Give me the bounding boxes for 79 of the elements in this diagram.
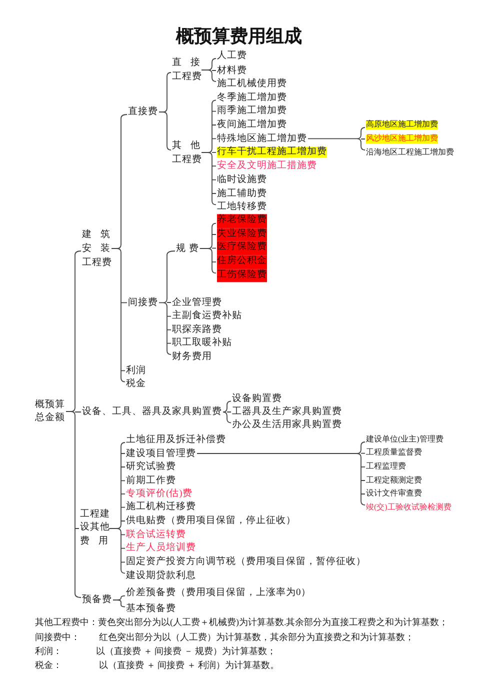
highlighted-cost-item: 工伤保险费 [217,268,267,282]
cost-item: 建设单位(业主)管理费 [366,435,444,444]
cost-category: 工程建设其他费用 [80,508,108,549]
curly-brace [112,595,126,608]
cost-item: 竣(交)工验收试验检测费 [366,503,452,512]
highlighted-cost-item: 高原地区施工增加费 [366,120,438,130]
cost-item: 主副食运费补贴 [172,311,242,322]
highlighted-cost-item: 风沙地区施工增加费 [366,134,438,144]
cost-item: 前期工作费 [126,475,176,486]
cost-item: 联合试运转费 [126,529,186,540]
cost-item: 财务费用 [172,352,212,362]
cost-item: 工程定额测定费 [366,476,422,485]
cost-category: 特殊地区施工增加费 [217,133,307,144]
cost-item: 设备购置费 [232,393,282,404]
cost-item: 专项评价(估)费 [126,488,192,500]
curly-brace [111,114,128,382]
cost-item: 雨季施工增加费 [217,106,287,117]
highlighted-cost-item: 养老保险费 [217,214,267,228]
note-label: 税金： [35,661,62,671]
cost-category: 建筑安装工程费 [82,228,110,270]
cost-item: 冬季施工增加费 [217,92,287,103]
note-text: 以（直接费 ＋ 间接费 ＋ 利润）为计算基数。 [99,661,279,671]
curly-brace [158,72,172,150]
highlighted-cost-item: 医疗保险费 [217,241,267,256]
cost-item: 办公及生活用家具购置费 [232,420,342,431]
cost-item: 施工机械使用费 [217,78,287,90]
cost-item: 职探亲路费 [172,324,222,336]
cost-item: 施工辅助费 [217,188,267,199]
cost-item: 工器具及生产家具购置费 [232,406,342,418]
note-text: 其他工程费中：黄色突出部分为以(人工费＋机械费)为计算基数.其余部分为直接工程费之和为计算基数； [35,618,448,628]
cost-item: 价差预备费（费用项目保留，上涨率为0） [126,588,311,599]
curly-brace [158,250,176,355]
cost-category: 设备、工具、器具及家具购置费 [82,406,222,418]
cost-item: 固定资产投资方向调节税（费用项目保留，暂停征收） [126,556,366,568]
note-label: 利润： [35,647,62,657]
curly-brace [199,222,216,274]
note-text: 红色突出部分为以（人工费）为计算基数，其余部分为直接费之和为计算基数； [99,633,414,644]
cost-item: 沿海地区工程施工增加费 [366,148,454,157]
cost-item: 设计文件审查费 [366,490,422,498]
curly-brace [196,442,366,506]
curly-brace [308,127,366,150]
note-text: 以（直接费 ＋ 间接费 － 规费）为计算基数； [96,647,276,657]
cost-item: 土地征用及拆迁补偿费 [126,434,226,446]
cost-item: 建设期贷款利息 [126,570,196,582]
cost-category: 其他工程费 [172,138,200,166]
cost-category: 规费 [176,243,199,254]
cost-item: 材料费 [217,65,247,76]
cost-item: 工程质量监督费 [366,448,422,458]
cost-category: 直接工程费 [172,56,200,84]
cost-category: 间接费 [128,297,158,308]
cost-category: 直接费 [128,106,158,118]
highlighted-cost-item: 行车干扰工程施工增加费 [217,147,327,158]
cost-item: 企业管理费 [172,297,222,308]
curly-brace [222,400,232,424]
diagram-title: 概预算费用组成 [176,26,302,48]
cost-category: 预备费 [82,594,112,606]
curly-brace [109,442,126,574]
highlighted-cost-item: 住房公积金 [217,255,267,269]
highlighted-cost-item: 失业保险费 [217,228,267,242]
cost-item: 夜间施工增加费 [217,120,287,130]
curly-brace [66,250,82,598]
cost-item: 供电贴费（费用项目保留，停止征收） [126,516,296,526]
cost-item: 安全及文明施工措施费 [217,160,317,172]
cost-item: 职工取暖补贴 [172,338,232,349]
cost-category: 概预算总金额 [35,398,65,424]
cost-item: 研究试验费 [126,462,176,472]
curly-brace [201,100,216,206]
cost-item: 工程监理费 [366,462,406,472]
cost-item: 生产人员培训费 [126,543,196,554]
cost-item: 税金 [126,379,146,390]
curly-brace [201,58,216,82]
cost-item: 工地转移费 [217,202,267,212]
cost-item: 利润 [126,365,146,376]
cost-item: 临时设施费 [217,174,267,186]
cost-item: 人工费 [217,50,247,62]
cost-item: 基本预备费 [126,604,176,615]
cost-category: 建设项目管理费 [126,448,196,459]
cost-item: 施工机构迁移费 [126,502,196,513]
note-label: 间接费中： [35,633,80,644]
